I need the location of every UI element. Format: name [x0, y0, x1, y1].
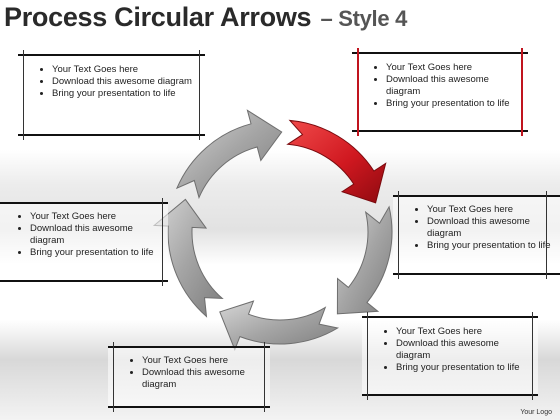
- list-item: Your Text Goes here: [427, 204, 559, 216]
- list-item: Your Text Goes here: [142, 355, 264, 367]
- bullet-list: Your Text Goes here Download this awesom…: [352, 62, 528, 110]
- slide-title: Process Circular Arrows – Style 4: [4, 2, 407, 33]
- arrow-segment: [336, 205, 393, 315]
- text-box-bottom-center: Your Text Goes here Download this awesom…: [108, 342, 270, 412]
- bullet-list: Your Text Goes here Download this awesom…: [393, 204, 560, 252]
- list-item: Bring your presentation to life: [427, 240, 559, 252]
- arrow-segment: [219, 300, 340, 351]
- text-box-top-right: Your Text Goes here Download this awesom…: [352, 48, 528, 136]
- arrow-ring: [152, 109, 393, 351]
- text-box-mid-right: Your Text Goes here Download this awesom…: [393, 191, 560, 279]
- text-box-bottom-right: Your Text Goes here Download this awesom…: [362, 312, 538, 400]
- list-item: Download this awesome diagram: [396, 338, 532, 362]
- list-item: Bring your presentation to life: [396, 362, 532, 374]
- bullet-list: Your Text Goes here Download this awesom…: [108, 355, 270, 391]
- arrow-segment: [175, 109, 283, 200]
- list-item: Download this awesome diagram: [427, 216, 559, 240]
- list-item: Download this awesome diagram: [386, 74, 522, 98]
- list-item: Bring your presentation to life: [386, 98, 522, 110]
- logo-text: Your Logo: [520, 409, 552, 416]
- list-item: Bring your presentation to life: [52, 88, 199, 100]
- bullet-list: Your Text Goes here Download this awesom…: [18, 64, 205, 100]
- text-box-top-left: Your Text Goes here Download this awesom…: [18, 50, 205, 140]
- title-subtitle: – Style 4: [320, 6, 408, 31]
- highlighted-arrow-segment: [286, 119, 387, 204]
- arrow-segment: [152, 198, 224, 318]
- list-item: Bring your presentation to life: [30, 247, 162, 259]
- list-item: Download this awesome diagram: [52, 76, 199, 88]
- list-item: Your Text Goes here: [396, 326, 532, 338]
- bullet-list: Your Text Goes here Download this awesom…: [362, 326, 538, 374]
- list-item: Your Text Goes here: [52, 64, 199, 76]
- list-item: Your Text Goes here: [30, 211, 162, 223]
- list-item: Download this awesome diagram: [30, 223, 162, 247]
- title-main: Process Circular Arrows: [4, 2, 312, 32]
- bullet-list: Your Text Goes here Download this awesom…: [0, 211, 168, 259]
- list-item: Download this awesome diagram: [142, 367, 264, 391]
- list-item: Your Text Goes here: [386, 62, 522, 74]
- text-box-mid-left: Your Text Goes here Download this awesom…: [0, 198, 168, 286]
